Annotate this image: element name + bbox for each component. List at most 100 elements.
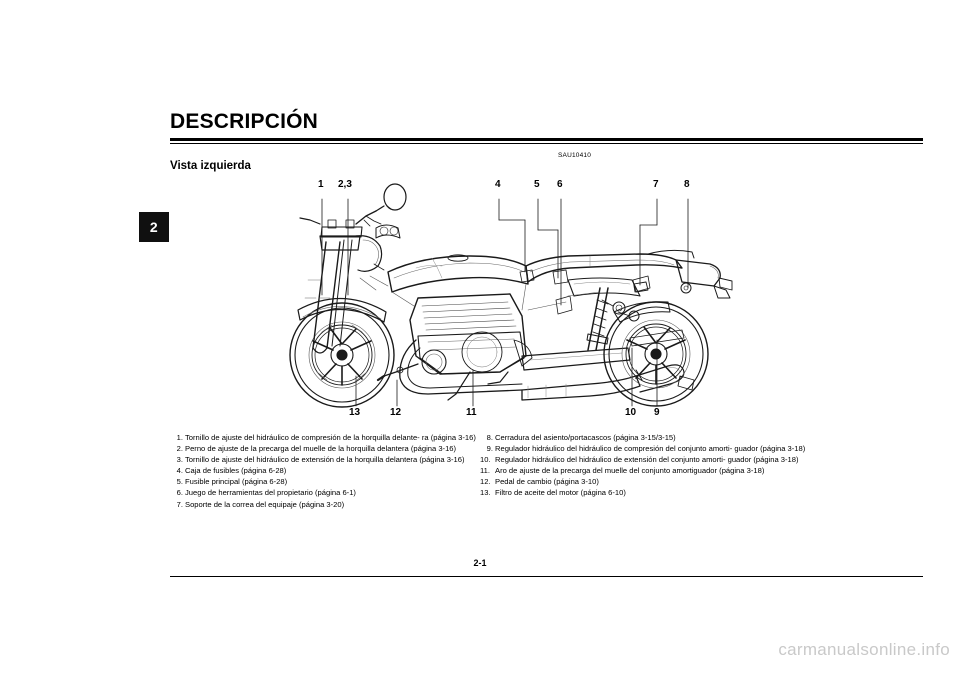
- legend-number: 3.: [176, 455, 183, 465]
- seat-lock: [680, 282, 692, 294]
- legend-column-right: 8. Cerradura del asiento/portacascos (pá…: [480, 432, 810, 510]
- legend-line-2: (página 3-16): [410, 444, 457, 454]
- legend-number: 8.: [486, 433, 493, 442]
- rear-fender: [613, 301, 685, 347]
- handlebar-and-mirror: [299, 183, 407, 227]
- figure-legend: 1. Tornillo de ajuste del hidráulico de …: [170, 432, 923, 510]
- legend-number: 5.: [176, 477, 183, 487]
- legend-label: Soporte de la correa del equipaje (págin…: [185, 499, 345, 509]
- swingarm: [521, 347, 631, 371]
- headlight: [355, 235, 385, 272]
- legend-label: Regulador hidráulico del hidráulico de e…: [495, 454, 810, 465]
- legend-line-1: Regulador hidráulico del hidráulico de c…: [495, 444, 733, 454]
- callout-12: 12: [390, 407, 402, 418]
- legend-item: 1. Tornillo de ajuste del hidráulico de …: [170, 432, 480, 443]
- front-fork: [304, 219, 363, 354]
- sau-reference-code: SAU10410: [558, 152, 592, 159]
- legend-label: Aro de ajuste de la precarga del muelle …: [495, 465, 810, 476]
- callout-4: 4: [495, 179, 501, 190]
- legend-label: Tornillo de ajuste del hidráulico de ext…: [185, 454, 480, 465]
- callout-7: 7: [653, 179, 659, 190]
- footer-rule: [170, 576, 923, 577]
- motorcycle-illustration: [289, 183, 733, 408]
- exhaust-system: [399, 339, 685, 401]
- legend-item: 10. Regulador hidráulico del hidráulico …: [480, 454, 810, 465]
- legend-label: Tornillo de ajuste del hidráulico de com…: [185, 432, 480, 443]
- legend-line-1: Perno de ajuste de la precarga del muell…: [185, 444, 409, 454]
- luggage-strap-holder: [633, 281, 649, 293]
- instrument-cluster: [375, 224, 401, 239]
- rear-cowl: [647, 249, 733, 299]
- legend-item: 8. Cerradura del asiento/portacascos (pá…: [480, 432, 810, 443]
- legend-line-1: Tornillo de ajuste del hidráulico de ext…: [185, 455, 418, 465]
- callout-13: 13: [349, 407, 361, 418]
- legend-label: Caja de fusibles (página 6-28): [185, 466, 287, 476]
- legend-line-2: (página 3-18): [719, 466, 765, 476]
- rear-wheel: [603, 301, 709, 407]
- section-title: Vista izquierda: [170, 160, 251, 172]
- legend-number: 7.: [176, 499, 183, 509]
- legend-item: 9. Regulador hidráulico del hidráulico d…: [480, 443, 810, 454]
- top-leader-lines: [321, 198, 689, 306]
- chapter-tab: 2: [139, 212, 169, 242]
- seat: [525, 253, 683, 283]
- legend-label: Perno de ajuste de la precarga del muell…: [185, 443, 480, 454]
- legend-item: 3. Tornillo de ajuste del hidráulico de …: [170, 454, 480, 465]
- shift-pedal: [376, 363, 419, 382]
- side-stand: [447, 371, 471, 401]
- motorcycle-left-view-figure: 1 2,3 4 5 6 7 8 13 12 11 10 9: [170, 180, 923, 425]
- legend-item: 2. Perno de ajuste de la precarga del mu…: [170, 443, 480, 454]
- legend-number: 1.: [176, 433, 183, 442]
- callout-6: 6: [557, 179, 563, 190]
- legend-number: 4.: [176, 466, 183, 476]
- callout-2-3: 2,3: [338, 179, 352, 190]
- legend-number: 13.: [480, 488, 491, 498]
- legend-item: 13. Filtro de aceite del motor (página 6…: [480, 487, 810, 498]
- side-cover: [567, 277, 641, 297]
- legend-number: 10.: [480, 455, 491, 465]
- legend-label: Regulador hidráulico del hidráulico de c…: [495, 443, 810, 454]
- legend-number: 2.: [176, 444, 183, 454]
- legend-line-2: ra (página 3-16): [421, 433, 476, 442]
- legend-label: Juego de herramientas del propietario (p…: [185, 488, 356, 498]
- legend-item: 12. Pedal de cambio (página 3-10): [480, 476, 810, 487]
- legend-number: 9.: [486, 444, 493, 454]
- site-watermark: carmanualsonline.info: [778, 640, 950, 659]
- callout-1: 1: [318, 179, 324, 190]
- footpeg: [487, 369, 643, 385]
- page-title: DESCRIPCIÓN: [170, 110, 319, 133]
- legend-item: 11. Aro de ajuste de la precarga del mue…: [480, 465, 810, 476]
- callout-11: 11: [466, 407, 477, 418]
- legend-number: 6.: [176, 488, 183, 498]
- legend-number: 12.: [480, 477, 491, 487]
- legend-number: 11.: [480, 466, 490, 476]
- callout-5: 5: [534, 179, 540, 190]
- front-fender: [297, 297, 387, 323]
- legend-item: 4. Caja de fusibles (página 6-28): [170, 465, 480, 476]
- engine: [409, 293, 533, 375]
- page-number: 2-1: [473, 558, 487, 568]
- legend-label: Fusible principal (página 6-28): [185, 477, 288, 487]
- legend-line-1: Tornillo de ajuste del hidráulico de com…: [185, 433, 420, 442]
- legend-label: Pedal de cambio (página 3-10): [495, 477, 599, 487]
- legend-line-1: Aro de ajuste de la precarga del muelle …: [495, 466, 718, 476]
- fuel-tank: [387, 254, 529, 293]
- legend-line-2: guador (página 3-18): [727, 455, 799, 465]
- callout-8: 8: [684, 179, 690, 190]
- callout-9: 9: [654, 407, 660, 418]
- legend-item: 7. Soporte de la correa del equipaje (pá…: [170, 499, 480, 510]
- header-rule-thick: [170, 138, 923, 141]
- header-rule-thin: [170, 143, 923, 144]
- legend-line-2: guador (página 3-18): [734, 444, 806, 454]
- frame-details: [359, 275, 601, 311]
- legend-column-left: 1. Tornillo de ajuste del hidráulico de …: [170, 432, 480, 510]
- legend-line-2: (página 3-16): [419, 455, 465, 465]
- legend-line-1: Regulador hidráulico del hidráulico de e…: [495, 455, 726, 465]
- under-seat-components: [519, 269, 651, 315]
- legend-item: 5. Fusible principal (página 6-28): [170, 476, 480, 487]
- callout-10: 10: [625, 407, 637, 418]
- legend-label: Cerradura del asiento/portacascos (págin…: [495, 433, 676, 442]
- legend-item: 6. Juego de herramientas del propietario…: [170, 487, 480, 498]
- rear-shock-absorber: [586, 287, 640, 351]
